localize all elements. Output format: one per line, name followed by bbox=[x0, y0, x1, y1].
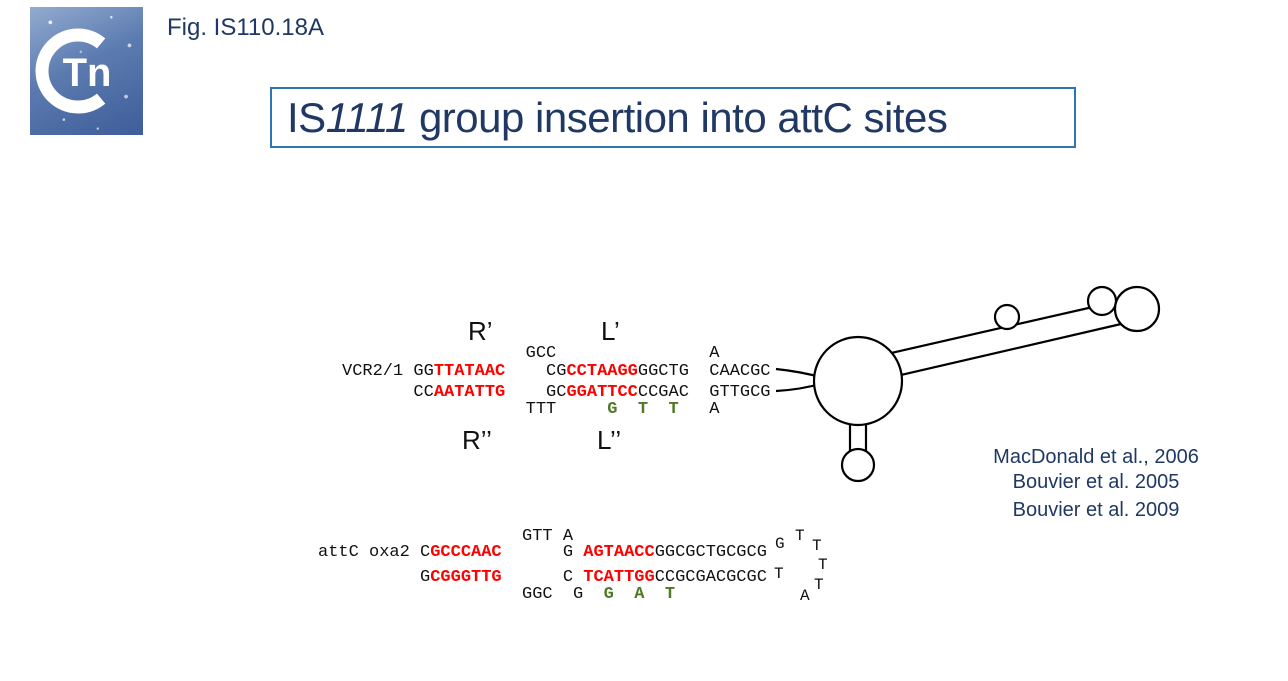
citation: Bouvier et al. 2005 bbox=[1012, 471, 1180, 493]
label-l-doubleprime: L’’ bbox=[597, 425, 622, 455]
figure-label: Fig. IS110.18A bbox=[167, 14, 324, 41]
tip-small-circle bbox=[1086, 285, 1118, 317]
loop-letter: T bbox=[812, 537, 822, 555]
sequence-line: TTT G T T A bbox=[342, 400, 720, 420]
sequence-line: CCAATATTG GCGGATTCCCCGAC GTTGCG bbox=[342, 383, 771, 403]
title-text-prefix: IS bbox=[287, 93, 326, 141]
sequence-segment: CCTAAGG bbox=[566, 362, 638, 381]
sequence-segment: AATATTG bbox=[433, 383, 506, 402]
sequence-line: GCC A bbox=[342, 344, 720, 364]
sequence-segment: GGATTCC bbox=[566, 383, 638, 402]
sequence-line: GCGGGTTG C TCATTGGCCGCGACGCGC bbox=[318, 568, 767, 588]
sequence-segment: CGGGTTG bbox=[430, 568, 502, 587]
sequence-segment: CCGCGACGCGC bbox=[654, 568, 767, 587]
tnc-logo: Tn bbox=[30, 7, 143, 135]
sequence-segment: AGTAACC bbox=[583, 543, 655, 562]
sequence-segment: GGC G bbox=[318, 585, 604, 604]
sequence-segment: GC bbox=[505, 383, 567, 402]
sequence-segment: attC oxa2 C bbox=[318, 543, 431, 562]
sequence-segment: G A T bbox=[603, 585, 676, 604]
sequence-line: GGC G G A T bbox=[318, 585, 675, 605]
tip-large-circle bbox=[1113, 285, 1161, 333]
sequence-segment: C bbox=[501, 568, 584, 587]
loop-letter: T bbox=[795, 527, 805, 545]
label-r-doubleprime: R’’ bbox=[462, 425, 492, 455]
loop-letter: A bbox=[800, 587, 810, 605]
sequence-segment: GCCCAAC bbox=[430, 543, 502, 562]
sequence-segment: G bbox=[318, 568, 431, 587]
title-text-rest: group insertion into attC sites bbox=[407, 93, 948, 141]
sequence-segment: CG bbox=[505, 362, 567, 381]
sequence-segment: TTATAAC bbox=[433, 362, 506, 381]
sequence-segment: A bbox=[678, 400, 720, 419]
sequence-segment: G T T bbox=[607, 400, 679, 419]
sequence-segment: TTT bbox=[342, 400, 608, 419]
citation: Bouvier et al. 2009 bbox=[1012, 499, 1180, 521]
tnc-logo-graphic: Tn bbox=[35, 28, 121, 114]
loop-letter: T bbox=[818, 556, 828, 574]
c-ring-icon bbox=[35, 28, 121, 114]
loop-letter: T bbox=[814, 576, 824, 594]
title-text-italic: 1111 bbox=[325, 93, 409, 141]
logo-tn-text: Tn bbox=[63, 51, 112, 95]
loop-letter: T bbox=[774, 565, 784, 583]
sequence-line: attC oxa2 CGCCCAAC G AGTAACCGGCGCTGCGCG bbox=[318, 543, 767, 563]
sequence-segment: TCATTGG bbox=[583, 568, 655, 587]
label-l-prime: L’ bbox=[601, 316, 620, 346]
stem-line-bottom bbox=[887, 319, 1135, 380]
sequence-segment: CC bbox=[342, 383, 434, 402]
sequence-line: VCR2/1 GGTTATAAC CGCCTAAGGGGCTG CAACGC bbox=[342, 362, 771, 382]
sequence-segment: CCGAC GTTGCG bbox=[637, 383, 771, 402]
sequence-segment: G bbox=[501, 543, 584, 562]
sequence-segment: VCR2/1 GG bbox=[342, 362, 434, 381]
sequence-segment: GTT A bbox=[318, 527, 574, 546]
lower-loop-circle bbox=[840, 447, 876, 483]
sequence-segment: GGCTG CAACGC bbox=[637, 362, 771, 381]
citation: MacDonald et al., 2006 bbox=[993, 446, 1199, 468]
sequence-segment: GGCGCTGCGCG bbox=[654, 543, 767, 562]
label-r-prime: R’ bbox=[468, 316, 493, 346]
main-loop-circle bbox=[812, 335, 904, 427]
hairpin-diagram bbox=[775, 285, 1161, 483]
sequence-segment: GCC A bbox=[342, 344, 720, 363]
sequence-line: GTT A bbox=[318, 527, 573, 547]
bulge-circle bbox=[993, 303, 1021, 331]
loop-letter: G bbox=[775, 535, 785, 553]
